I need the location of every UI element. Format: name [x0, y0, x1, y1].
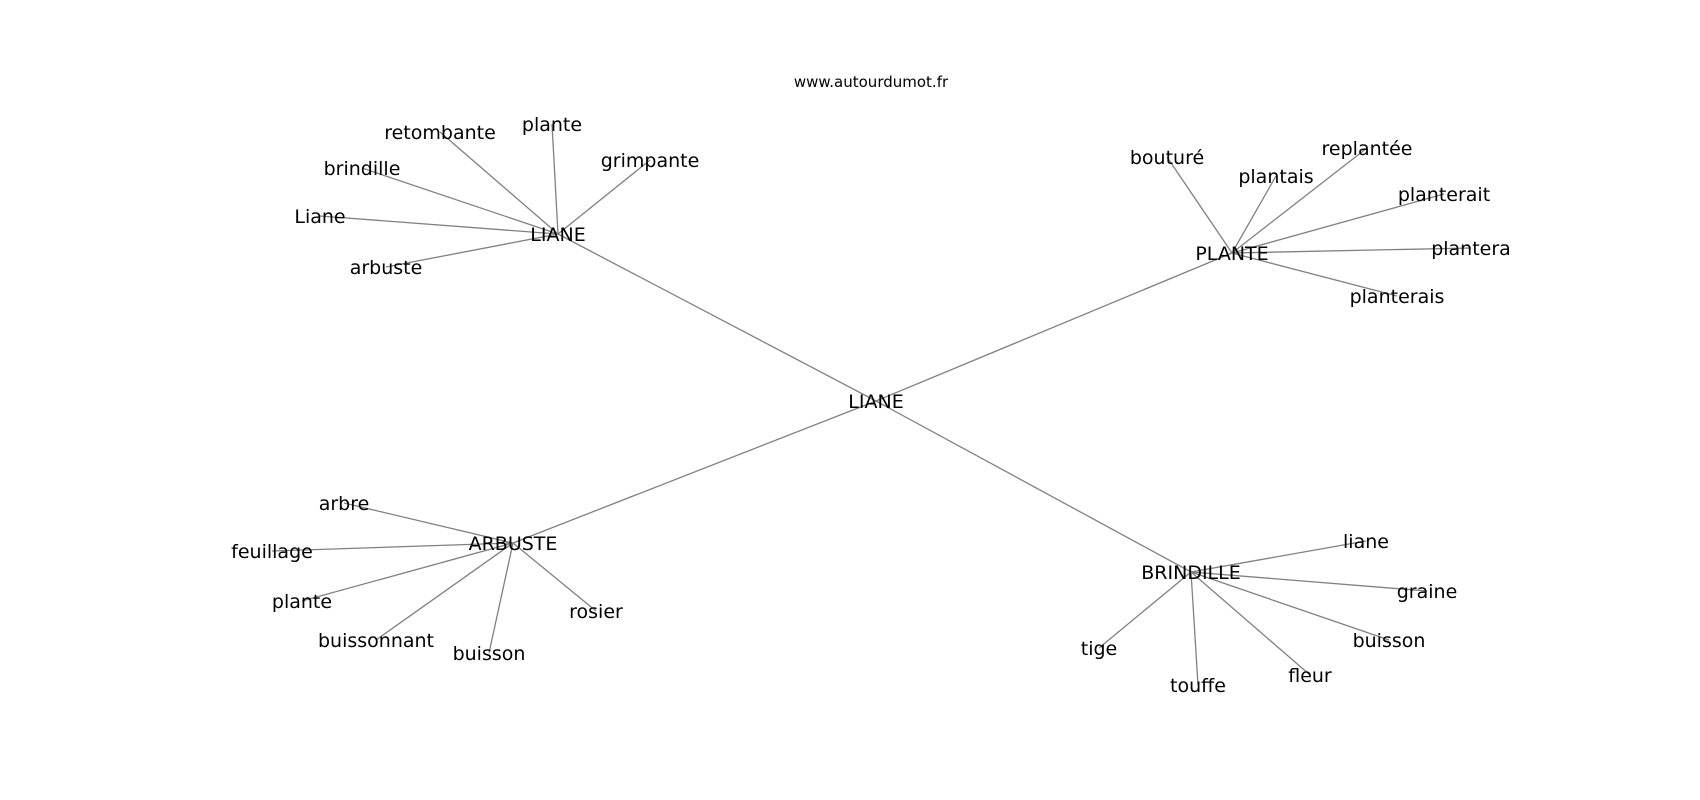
edge-hub-0-leaf-5: [385, 233, 559, 268]
leaf-node[interactable]: Liane: [294, 206, 345, 228]
hub-node[interactable]: PLANTE: [1195, 243, 1268, 265]
leaf-node[interactable]: feuillage: [231, 541, 313, 563]
edge-hub-0-leaf-4: [319, 215, 559, 235]
edge-hub-0-leaf-1: [551, 123, 559, 235]
edge-hub-1-leaf-1: [1231, 175, 1277, 254]
leaf-node[interactable]: buisson: [453, 643, 526, 665]
leaf-node[interactable]: plantais: [1238, 166, 1313, 188]
leaf-node[interactable]: plante: [522, 114, 582, 136]
leaf-node[interactable]: grimpante: [601, 150, 700, 172]
leaf-node[interactable]: graine: [1397, 581, 1458, 603]
leaf-node[interactable]: retombante: [384, 122, 496, 144]
edge-center-to-hub-0: [557, 233, 877, 402]
leaf-node[interactable]: buissonnant: [318, 630, 434, 652]
edge-hub-2-leaf-3: [375, 542, 514, 641]
leaf-node[interactable]: rosier: [569, 601, 623, 623]
leaf-node[interactable]: fleur: [1288, 665, 1332, 687]
leaf-node[interactable]: plantera: [1431, 238, 1511, 260]
center-node[interactable]: LIANE: [848, 391, 903, 413]
edge-hub-1-leaf-3: [1231, 193, 1445, 254]
edge-hub-2-leaf-1: [271, 542, 514, 552]
edge-hub-3-leaf-4: [1190, 571, 1199, 686]
edge-hub-3-leaf-1: [1190, 571, 1428, 592]
leaf-node[interactable]: bouturé: [1130, 147, 1204, 169]
leaf-node[interactable]: replantée: [1322, 138, 1413, 160]
edge-hub-3-leaf-3: [1190, 571, 1311, 676]
leaf-node[interactable]: plante: [272, 591, 332, 613]
hub-node[interactable]: ARBUSTE: [469, 533, 558, 555]
edge-hub-1-leaf-2: [1231, 147, 1368, 254]
edge-hub-0-leaf-0: [439, 131, 559, 235]
leaf-node[interactable]: planterais: [1350, 286, 1445, 308]
edge-hub-2-leaf-4: [488, 542, 514, 654]
leaf-node[interactable]: buisson: [1353, 630, 1426, 652]
edge-hub-0-leaf-2: [557, 159, 651, 235]
leaf-node[interactable]: touffe: [1170, 675, 1226, 697]
edge-hub-3-leaf-5: [1098, 571, 1192, 649]
graph-nodes: LIANE LIANE retombante plante grimpante brind…: [231, 114, 1511, 697]
hub-node[interactable]: LIANE: [530, 224, 585, 246]
leaf-node[interactable]: arbuste: [350, 257, 423, 279]
edge-hub-2-leaf-2: [301, 542, 514, 602]
graph-edges: [271, 123, 1472, 686]
edge-hub-1-leaf-5: [1231, 252, 1398, 297]
edge-center-to-hub-3: [875, 400, 1192, 573]
edge-hub-1-leaf-4: [1231, 247, 1472, 254]
leaf-node[interactable]: liane: [1343, 531, 1389, 553]
edge-hub-2-leaf-0: [343, 502, 514, 544]
edge-center-to-hub-2: [512, 400, 877, 544]
edge-hub-2-leaf-5: [512, 542, 597, 612]
site-watermark: www.autourdumot.fr: [794, 73, 949, 91]
edge-center-to-hub-1: [875, 252, 1233, 402]
leaf-node[interactable]: brindille: [324, 158, 401, 180]
leaf-node[interactable]: planterait: [1398, 184, 1490, 206]
hub-node[interactable]: BRINDILLE: [1141, 562, 1240, 584]
edge-hub-1-leaf-0: [1166, 156, 1233, 254]
edge-hub-3-leaf-2: [1190, 571, 1390, 641]
leaf-node[interactable]: tige: [1081, 638, 1117, 660]
edge-hub-0-leaf-3: [361, 167, 559, 235]
leaf-node[interactable]: arbre: [319, 493, 370, 515]
edge-hub-3-leaf-0: [1190, 540, 1367, 573]
